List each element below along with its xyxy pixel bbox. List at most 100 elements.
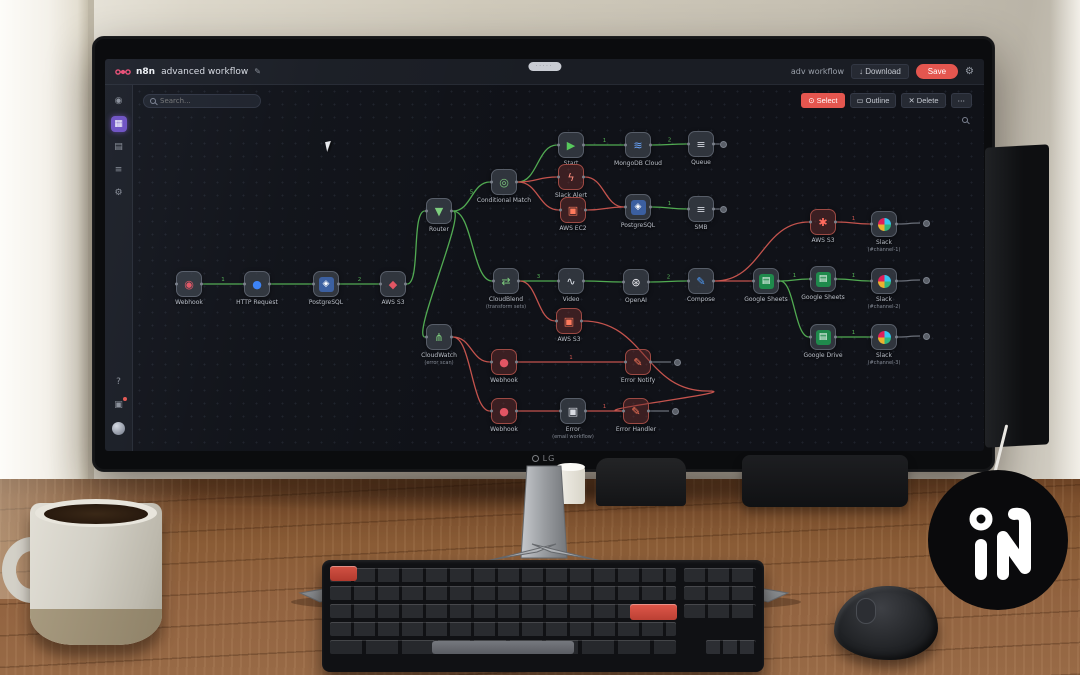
aws-s3-2-icon: ✱	[818, 215, 828, 229]
node-slack-3[interactable]: Slack(#channel-3)	[849, 324, 919, 366]
node-google-drive[interactable]: ▤Google Drive	[788, 324, 858, 360]
sidebar-bottom: ?▣	[111, 374, 127, 443]
node-label: PostgreSQL	[308, 299, 344, 306]
node-error-trigger[interactable]: ▣Error(email workflow)	[538, 398, 608, 440]
node-label: Slack Alert	[554, 192, 588, 199]
speaker-left	[596, 458, 686, 506]
google-sheets-1-icon: ▤	[758, 273, 774, 289]
more-button[interactable]: ⋯	[950, 93, 972, 108]
node-postgresql-2[interactable]: ◈PostgreSQL	[603, 194, 673, 230]
select-button[interactable]: ⊙ Select	[801, 93, 845, 108]
node-router[interactable]: ▼Router	[404, 198, 474, 234]
node-video[interactable]: ∿Video	[536, 268, 606, 304]
workflow-canvas[interactable]: ⊙ Select▭ Outline✕ Delete⋯ 1251213211111…	[133, 85, 984, 451]
n8n-logo-icon	[115, 68, 131, 75]
node-aws-s3-main[interactable]: ◆AWS S3	[358, 271, 428, 307]
node-queue[interactable]: ≡Queue	[666, 131, 736, 167]
zoom-icon[interactable]	[962, 117, 968, 123]
outline-button[interactable]: ▭ Outline	[849, 93, 897, 108]
edge-conditional-match-to-start	[517, 144, 558, 183]
edge-google-sheets-1-to-google-sheets-2	[779, 278, 810, 282]
edge-label: 5	[470, 190, 474, 196]
queue-icon: ≡	[696, 137, 706, 151]
error-trigger-icon: ▣	[567, 404, 579, 418]
node-label: Error	[565, 426, 581, 433]
google-sheets-2-icon: ▤	[815, 271, 831, 287]
node-smb[interactable]: ≡SMB	[666, 196, 736, 232]
node-label: Google Sheets	[744, 296, 788, 303]
avatar	[112, 421, 125, 435]
edge-aws-s3-main-to-router	[406, 210, 426, 285]
sidebar-item-user[interactable]	[111, 420, 127, 436]
screen-toast: ·····	[527, 62, 562, 71]
edge-slack-3-to-d5	[897, 335, 921, 338]
node-postgresql-1[interactable]: ◈ PostgreSQL	[291, 271, 361, 307]
sidebar-item-workflows[interactable]: ▦	[110, 116, 127, 132]
postgresql-1-icon: ◈	[318, 276, 334, 292]
node-error-notify[interactable]: ✎Error Notify	[603, 349, 673, 385]
mouse-thumbwheel	[856, 598, 876, 624]
node-http-request[interactable]: ●HTTP Request	[222, 271, 292, 307]
smb-icon: ≡	[696, 202, 706, 216]
postgresql-2-icon: ◈	[630, 199, 646, 215]
end-dot	[923, 277, 930, 284]
node-compose[interactable]: ✎Compose	[666, 268, 736, 304]
app-sidebar: ◉▦▤≡⚙ ?▣	[105, 85, 133, 451]
node-aws-s3-2[interactable]: ✱AWS S3	[788, 209, 858, 245]
edit-title-icon[interactable]: ✎	[254, 67, 261, 76]
sidebar-item-credentials[interactable]: ▤	[114, 142, 123, 152]
sidebar-top: ◉ ▦ ▤ ≡ ⚙	[110, 93, 127, 208]
webhook-icon: ◉	[184, 277, 194, 291]
node-label: Error Handler	[615, 426, 657, 433]
node-webhook-error-1[interactable]: ●Webhook	[469, 349, 539, 385]
node-webhook[interactable]: ◉ Webhook	[154, 271, 224, 307]
mongodb-icon: ≋	[633, 138, 643, 152]
node-slack-2[interactable]: Slack(#channel-2)	[849, 268, 919, 310]
node-conditional-match[interactable]: ◎Conditional Match	[469, 169, 539, 205]
edge-label: 2	[358, 277, 362, 283]
node-sublabel: (error scan)	[424, 359, 454, 366]
delete-button[interactable]: ✕ Delete	[901, 93, 946, 108]
node-aws-ec2[interactable]: ▣AWS EC2	[538, 197, 608, 233]
node-cloudwatch[interactable]: ⋔CloudWatch(error scan)	[404, 324, 474, 366]
node-openai[interactable]: ⊛OpenAI	[601, 269, 671, 305]
end-dot	[720, 141, 727, 148]
edge-label: 1	[603, 138, 607, 144]
node-sublabel: (#channel-1)	[867, 246, 901, 253]
node-error-handler[interactable]: ✎Error Handler	[601, 398, 671, 434]
node-label: Webhook	[175, 299, 203, 306]
node-label: Router	[429, 226, 449, 233]
sidebar-item-overview[interactable]: ◉	[114, 96, 123, 106]
edge-label: 1	[793, 273, 797, 279]
node-label: Slack	[876, 239, 892, 246]
ultrawide-monitor: ····· n8n advanced workflow ✎ adv workfl…	[92, 36, 995, 472]
node-label: Google Drive	[803, 352, 843, 359]
sidebar-item-help[interactable]: ?	[116, 377, 121, 387]
node-start[interactable]: ▶Start	[536, 132, 606, 168]
node-google-sheets-2[interactable]: ▤Google Sheets	[788, 266, 858, 302]
node-sublabel: (#channel-2)	[867, 303, 901, 310]
node-label: Video	[562, 296, 580, 303]
node-google-sheets-1[interactable]: ▤ Google Sheets	[731, 268, 801, 304]
node-slack-1[interactable]: Slack(#channel-1)	[849, 211, 919, 253]
gear-icon[interactable]: ⚙	[965, 66, 974, 77]
brand-name: n8n	[136, 66, 156, 77]
spacebar-key	[432, 641, 574, 654]
node-aws-s3-mid[interactable]: ▣AWS S3	[534, 308, 604, 344]
node-webhook-error-2[interactable]: ●Webhook	[469, 398, 539, 434]
search-input[interactable]	[160, 97, 254, 105]
start-icon: ▶	[566, 138, 576, 152]
save-button[interactable]: Save	[915, 64, 959, 79]
edge-compose-to-aws-s3-2	[714, 221, 810, 282]
download-button[interactable]: ↓ Download	[850, 64, 909, 79]
sidebar-item-executions[interactable]: ≡	[114, 165, 123, 175]
search-box[interactable]	[143, 94, 261, 108]
edge-label: 1	[852, 330, 856, 336]
node-mongodb[interactable]: ≋MongoDB Cloud	[603, 132, 673, 168]
sidebar-item-templates[interactable]: ▣	[111, 397, 127, 413]
node-cloudblend[interactable]: ⇄CloudBlend(transform sets)	[471, 268, 541, 310]
wireless-mouse	[834, 586, 938, 660]
sidebar-item-settings[interactable]: ⚙	[114, 188, 123, 198]
